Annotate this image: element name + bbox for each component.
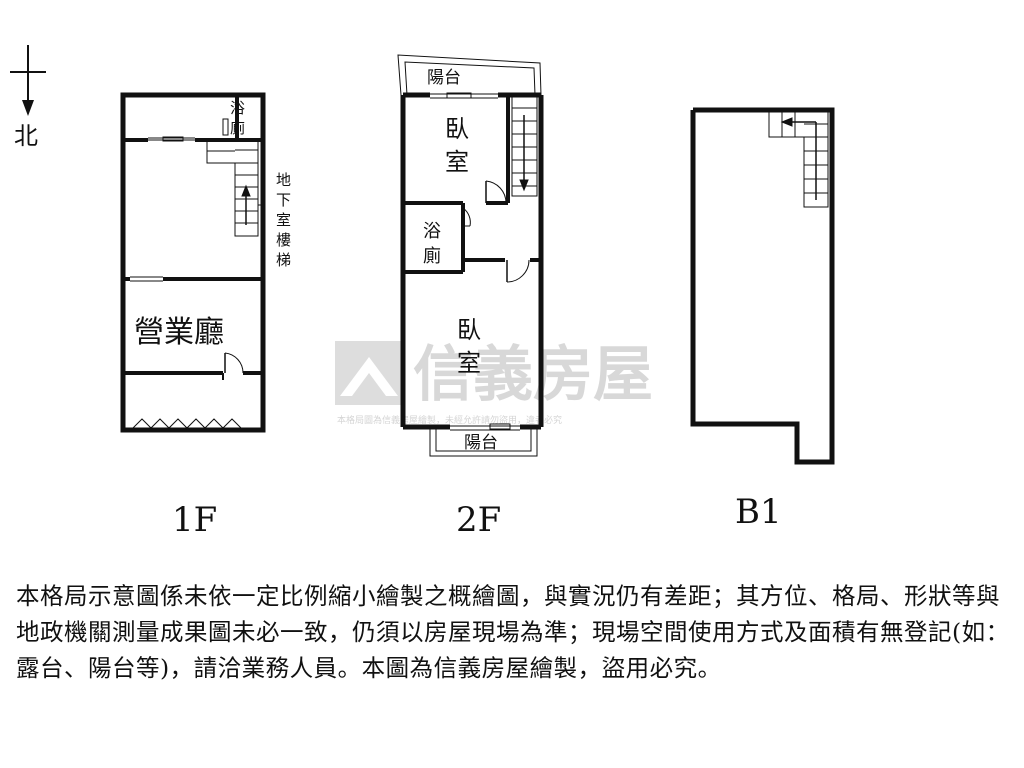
floor-2f-plan <box>397 54 544 457</box>
1f-stairs-note: 地 下 室 樓 梯 <box>276 171 291 269</box>
2f-bath-label-2: 廁 <box>423 245 441 267</box>
house-logo-icon <box>335 341 403 405</box>
svg-text:梯: 梯 <box>276 251 291 269</box>
1f-bath-label-2: 廁 <box>230 119 245 137</box>
2f-balcony-top-label: 陽台 <box>427 68 461 88</box>
2f-bath-label-1: 浴 <box>423 221 441 242</box>
watermark: 信義房屋 本格局圖為信義房屋繪製，未經允許請勿盜用，違者必究 <box>335 340 653 426</box>
stairs-b1 <box>768 110 829 208</box>
north-label: 北 <box>14 122 38 150</box>
svg-text:地: 地 <box>276 171 291 189</box>
2f-balcony-top <box>397 54 542 96</box>
svg-text:下: 下 <box>276 191 291 209</box>
stairs-1f <box>206 140 259 237</box>
floor-b1-plan <box>690 107 835 465</box>
floor-label-1f: 1F <box>172 500 217 540</box>
svg-text:室: 室 <box>276 211 291 229</box>
watermark-brand: 信義房屋 <box>413 340 653 410</box>
floor-label-2f: 2F <box>456 500 501 540</box>
2f-bedroom-bottom-label-2: 室 <box>457 349 481 377</box>
north-compass: 北 <box>10 45 46 150</box>
disclaimer-text: 本格局示意圖係未依一定比例縮小繪製之概繪圖，與實況仍有差距；其方位、格局、形狀等… <box>16 582 1010 682</box>
stairs-2f <box>511 95 538 197</box>
2f-bedroom-bottom-label-1: 臥 <box>457 316 481 344</box>
floor-plan-diagram: 北 信義房屋 本格局圖為信義房屋繪製，未經允許請勿盜用，違者必究 <box>10 45 835 540</box>
2f-balcony-bottom-label: 陽台 <box>464 433 498 453</box>
1f-business-hall-label: 營業廳 <box>134 315 224 350</box>
2f-balcony-bottom <box>429 427 538 457</box>
floor-label-b1: B1 <box>735 492 782 532</box>
2f-bedroom-top-label-1: 臥 <box>445 115 469 143</box>
2f-bedroom-top-label-2: 室 <box>445 148 469 176</box>
watermark-notice: 本格局圖為信義房屋繪製，未經允許請勿盜用，違者必究 <box>337 414 562 426</box>
svg-text:樓: 樓 <box>276 231 291 249</box>
folding-door-1f <box>130 418 258 429</box>
floor-1f-plan <box>120 92 266 433</box>
1f-bath-label-1: 浴 <box>230 99 245 117</box>
